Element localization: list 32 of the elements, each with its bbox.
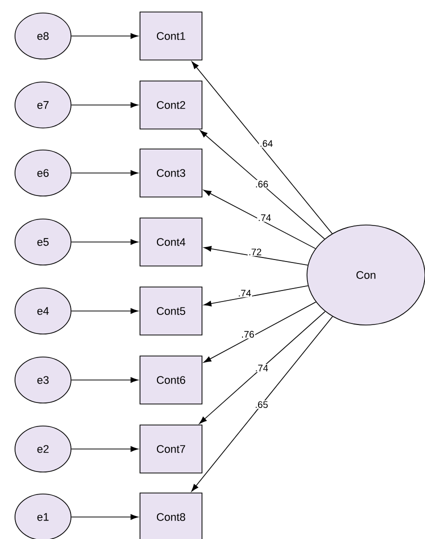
observed-variable-box: Cont1	[140, 12, 202, 60]
edge-label: .76	[240, 330, 256, 338]
observed-variable-box: Cont3	[140, 148, 202, 198]
arrow	[71, 446, 138, 452]
observed-variable-box: Cont4	[140, 218, 202, 266]
arrow	[71, 514, 138, 520]
edge-label: .74	[257, 214, 272, 222]
observed-variable-box: Cont2	[140, 80, 202, 130]
edge-label: .65	[254, 400, 269, 409]
arrow	[71, 33, 138, 39]
arrow	[192, 61, 333, 234]
observed-variable-box: Cont6	[140, 356, 202, 404]
edge-label: .74	[237, 289, 252, 298]
arrow	[191, 316, 333, 492]
arrow	[71, 308, 138, 314]
arrow	[199, 311, 326, 424]
edge-label: .66	[254, 180, 270, 188]
arrow	[204, 190, 316, 249]
observed-variable-box: Cont5	[140, 286, 202, 336]
arrow	[204, 302, 316, 363]
arrow	[204, 246, 308, 266]
edge-label: .64	[258, 139, 274, 148]
arrow	[204, 285, 308, 306]
arrow	[71, 377, 138, 383]
arrow	[200, 130, 325, 240]
arrow	[71, 170, 138, 176]
observed-variable-box: Cont7	[140, 424, 202, 474]
arrow	[71, 102, 138, 108]
observed-variable-box: Cont8	[140, 492, 202, 539]
edge-label: .72	[248, 248, 262, 256]
arrow	[71, 239, 138, 245]
edge-label: .74	[254, 364, 270, 372]
